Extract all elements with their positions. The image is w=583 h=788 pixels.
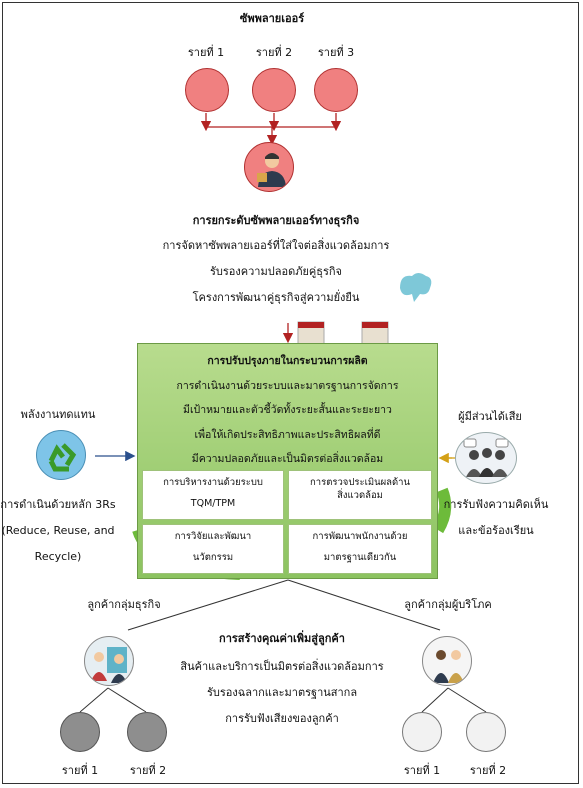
supplier-title: ซัพพลายเออร์ — [239, 12, 305, 25]
process-subbox-environment: การตรวจประเมินผลด้าน สิ่งแวดล้อม — [288, 470, 432, 520]
business-customer-label-1: รายที่ 1 — [61, 764, 99, 777]
supplier-label-1: รายที่ 1 — [187, 46, 225, 59]
upgrade-line-1: การจัดหาซัพพลายเออร์ที่ใส่ใจต่อสิ่งแวดล้… — [162, 239, 390, 252]
supplier-label-2: รายที่ 2 — [255, 46, 293, 59]
consumer-customer-title: ลูกค้ากลุ่มผู้บริโภค — [404, 598, 492, 611]
supplier-label-3: รายที่ 3 — [317, 46, 355, 59]
business-customer-icon — [84, 636, 134, 686]
upgrade-title: การยกระดับซัพพลายเออร์ทางธุรกิจ — [192, 214, 360, 227]
business-customer-node-1 — [60, 712, 100, 752]
subbox-environment-line-1: การตรวจประเมินผลด้าน — [310, 477, 410, 488]
process-line-2: มีเป้าหมายและตัวชี้วัดทั้งระยะสั้นและระย… — [183, 404, 392, 416]
supplier-node-2 — [252, 68, 296, 112]
upgrade-line-2: รับรองความปลอดภัยคู่ธุรกิจ — [210, 265, 342, 278]
business-customer-node-2 — [127, 712, 167, 752]
process-subbox-employee: การพัฒนาพนักงานด้วย มาตรฐานเดียวกัน — [288, 524, 432, 574]
value-line-3: การรับฟังเสียงของลูกค้า — [225, 712, 339, 725]
process-subbox-research: การวิจัยและพัฒนา นวัตกรรม — [142, 524, 284, 574]
subbox-research-line-1: การวิจัยและพัฒนา — [174, 531, 252, 542]
energy-line-3: Recycle) — [34, 550, 82, 563]
supplier-node-3 — [314, 68, 358, 112]
subbox-tqm-line-1: การบริหารงานด้วยระบบ — [163, 477, 263, 488]
consumer-customer-icon — [422, 636, 472, 686]
consumer-customer-label-1: รายที่ 1 — [403, 764, 441, 777]
recycle-globe-icon — [36, 430, 86, 480]
subbox-tqm-line-2: TQM/TPM — [190, 498, 236, 509]
factory-icon — [297, 273, 432, 345]
consumer-customer-node-2 — [466, 712, 506, 752]
supplier-person-icon — [244, 142, 294, 192]
process-line-1: การดำเนินงานด้วยระบบและมาตรฐานการจัดการ — [176, 380, 399, 392]
stakeholder-line-1: การรับฟังความคิดเห็น — [443, 498, 549, 511]
process-box: การปรับปรุงภายในกระบวนการผลิต การดำเนินง… — [137, 343, 438, 579]
process-line-4: มีความปลอดภัยและเป็นมิตรต่อสิ่งแวดล้อม — [191, 453, 384, 465]
process-line-3: เพื่อให้เกิดประสิทธิภาพและประสิทธิผลที่ด… — [194, 429, 381, 441]
energy-line-1: การดำเนินด้วยหลัก 3Rs — [0, 498, 116, 511]
consumer-customer-node-1 — [402, 712, 442, 752]
process-subbox-tqm: การบริหารงานด้วยระบบ TQM/TPM — [142, 470, 284, 520]
process-title: การปรับปรุงภายในกระบวนการผลิต — [207, 355, 368, 367]
upgrade-line-3: โครงการพัฒนาคู่ธุรกิจสู่ความยั่งยืน — [192, 291, 360, 304]
energy-title: พลังงานทดแทน — [20, 408, 96, 421]
stakeholder-line-2: และข้อร้องเรียน — [458, 524, 534, 537]
stakeholder-group-icon — [455, 432, 517, 484]
value-line-2: รับรองฉลากและมาตรฐานสากล — [206, 686, 358, 699]
subbox-environment-line-2: สิ่งแวดล้อม — [337, 490, 383, 501]
consumer-customer-label-2: รายที่ 2 — [469, 764, 507, 777]
subbox-employee-line-2: มาตรฐานเดียวกัน — [323, 552, 397, 563]
value-line-1: สินค้าและบริการเป็นมิตรต่อสิ่งแวดล้อมการ — [180, 660, 384, 673]
subbox-research-line-2: นวัตกรรม — [192, 552, 234, 563]
business-customer-title: ลูกค้ากลุ่มธุรกิจ — [87, 598, 161, 611]
value-title: การสร้างคุณค่าเพิ่มสู่ลูกค้า — [219, 632, 345, 645]
business-customer-label-2: รายที่ 2 — [129, 764, 167, 777]
supplier-node-1 — [185, 68, 229, 112]
stakeholder-title: ผู้มีส่วนได้เสีย — [458, 410, 522, 423]
energy-line-2: (Reduce, Reuse, and — [1, 524, 115, 537]
subbox-employee-line-1: การพัฒนาพนักงานด้วย — [312, 531, 408, 542]
